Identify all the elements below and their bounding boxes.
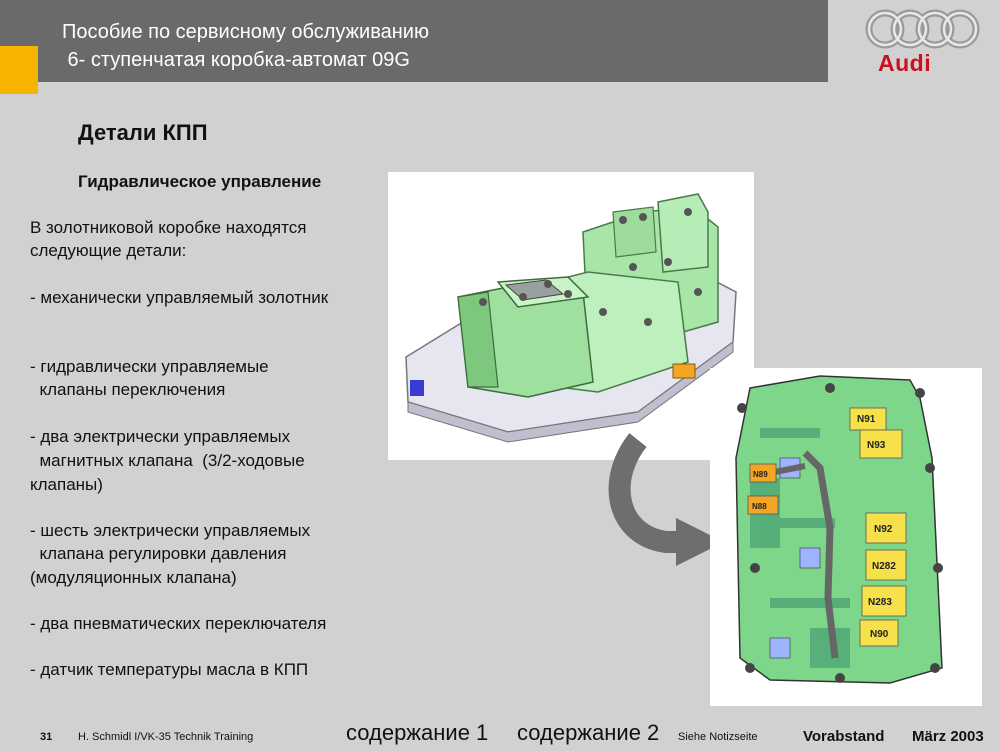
body-line: - два электрически управляемых bbox=[30, 427, 291, 446]
date-label: März 2003 bbox=[912, 728, 984, 745]
header-title-line1: Пособие по сервисному обслуживанию bbox=[62, 21, 429, 43]
header-accent bbox=[0, 46, 38, 94]
contents-1-link[interactable]: содержание 1 bbox=[346, 720, 489, 745]
audi-logo bbox=[840, 0, 1000, 82]
valve-body-3d-illustration bbox=[388, 172, 754, 460]
curved-arrow-icon bbox=[608, 433, 724, 566]
body-line: (модуляционных клапана) bbox=[30, 568, 237, 587]
valve-label: N283 bbox=[868, 597, 892, 608]
author-line: H. Schmidl I/VK-35 Technik Training bbox=[78, 731, 254, 743]
contents-2-link[interactable]: содержание 2 bbox=[517, 720, 660, 745]
section-subtitle: Гидравлическое управление bbox=[78, 172, 322, 191]
body-line: - шесть электрически управляемых bbox=[30, 521, 311, 540]
body-line: - гидравлически управляемые bbox=[30, 357, 269, 376]
audi-rings-icon bbox=[865, 9, 980, 49]
body-line: - датчик температуры масла в КПП bbox=[30, 660, 309, 679]
page-number: 31 bbox=[40, 731, 53, 743]
valve-label: N90 bbox=[870, 629, 889, 640]
body-line: В золотниковой коробке находятся bbox=[30, 218, 307, 237]
header-title-line2: 6- ступенчатая коробка-автомат 09G bbox=[62, 49, 410, 71]
body-line: клапаны) bbox=[30, 475, 103, 494]
body-line: - механически управляемый золотник bbox=[30, 288, 329, 307]
header-bar bbox=[0, 0, 828, 82]
valve-label: N88 bbox=[752, 502, 767, 511]
audi-wordmark: Audi bbox=[878, 50, 932, 76]
body-line: магнитных клапана (3/2-ходовые bbox=[30, 451, 305, 470]
valve-body-plan-illustration: N91 N93 N89 N88 N92 N282 N283 N90 bbox=[710, 368, 982, 706]
page-title: Детали КПП bbox=[78, 120, 208, 145]
valve-label: N282 bbox=[872, 561, 896, 572]
body-line: клапаны переключения bbox=[30, 380, 226, 399]
body-line: - два пневматических переключателя bbox=[30, 614, 327, 633]
notes-link[interactable]: Siehe Notizseite bbox=[678, 731, 758, 743]
status-label: Vorabstand bbox=[803, 728, 885, 745]
valve-label: N92 bbox=[874, 524, 893, 535]
valve-label: N91 bbox=[857, 414, 876, 425]
body-line: следующие детали: bbox=[30, 241, 187, 260]
body-line: клапана регулировки давления bbox=[30, 544, 287, 563]
valve-label: N93 bbox=[867, 440, 886, 451]
valve-label: N89 bbox=[753, 470, 768, 479]
